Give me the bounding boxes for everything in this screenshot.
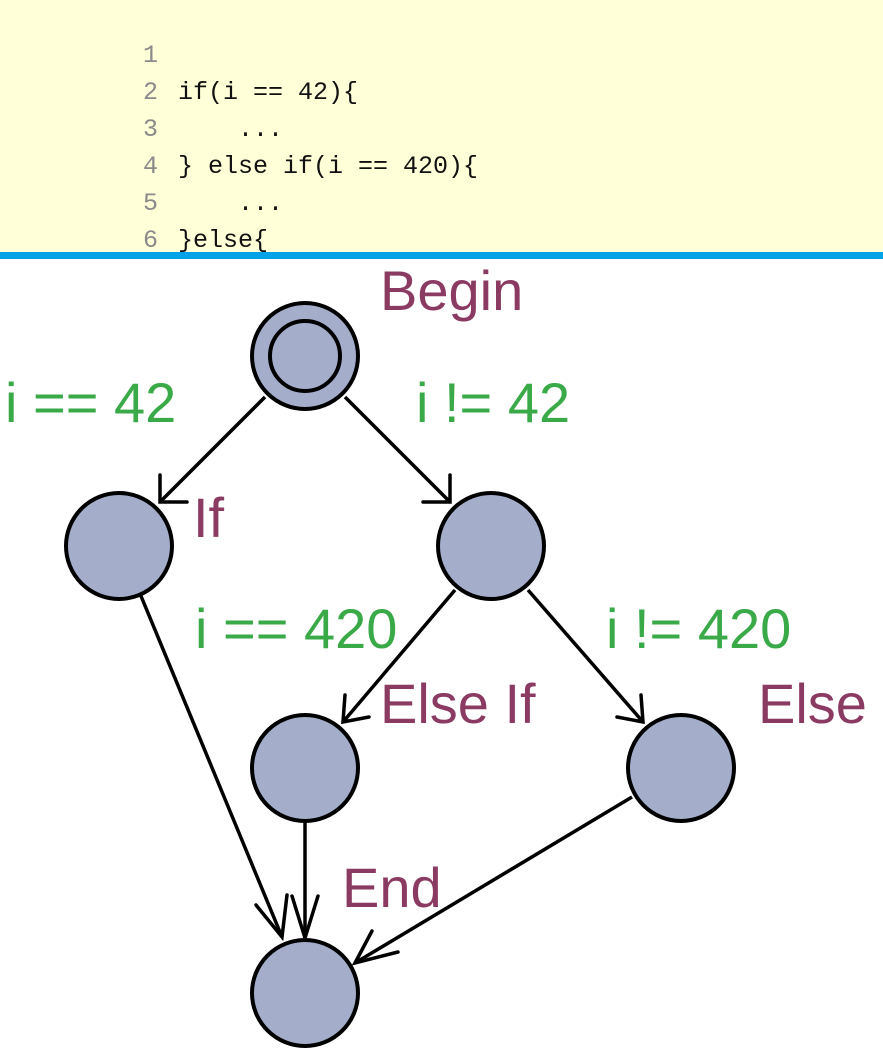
label-i-eq-420: i == 420 xyxy=(195,597,397,660)
label-if: If xyxy=(193,486,225,549)
arrowhead-else xyxy=(615,693,645,725)
label-begin: Begin xyxy=(380,259,523,322)
line-code: }else{ xyxy=(178,226,269,252)
code-line: 3 } else if(i == 420){ xyxy=(0,74,478,181)
line-code: } else if(i == 420){ xyxy=(178,152,479,181)
arrowhead-if-end xyxy=(254,893,289,942)
edge-begin-to-else-branch xyxy=(343,395,452,504)
line-number: 1 xyxy=(142,41,158,70)
code-line: 4 ... xyxy=(0,111,283,218)
begin-node-inner-ring xyxy=(268,319,342,393)
edge-begin-to-if xyxy=(158,395,267,504)
edge-branch-to-else-if xyxy=(341,588,457,724)
label-else: Else xyxy=(758,672,867,735)
arrowhead-else-end xyxy=(351,929,400,966)
else-node xyxy=(626,713,736,823)
arrowhead-if xyxy=(158,473,189,504)
label-else-if: Else If xyxy=(380,672,536,735)
line-number: 2 xyxy=(142,78,158,107)
arrowhead-else-branch xyxy=(421,473,452,504)
panel-separator xyxy=(0,252,883,259)
label-end: End xyxy=(342,856,442,919)
branch-node xyxy=(436,491,546,601)
code-line: 6 .. xyxy=(0,185,158,252)
line-number: 6 xyxy=(142,226,158,252)
line-code: ... xyxy=(178,189,284,218)
if-node xyxy=(64,491,174,601)
else-if-node xyxy=(250,713,360,823)
edge-else-to-end xyxy=(354,795,633,965)
code-line: 5 }else{ xyxy=(0,148,268,252)
line-number: 4 xyxy=(142,152,158,181)
code-panel: 1 if(i == 42){ 2 ... 3 } else if(i == 42… xyxy=(0,0,883,252)
label-i-neq-420: i != 420 xyxy=(606,597,791,660)
line-number: 5 xyxy=(142,189,158,218)
line-number: 3 xyxy=(142,115,158,144)
end-node xyxy=(250,938,360,1048)
edge-if-to-end xyxy=(139,595,284,938)
code-line: 2 ... xyxy=(0,37,283,144)
line-code: if(i == 42){ xyxy=(178,78,359,107)
code-line: 1 if(i == 42){ xyxy=(0,0,358,107)
label-i-eq-42: i == 42 xyxy=(5,371,176,434)
line-code: ... xyxy=(178,115,284,144)
arrowhead-else-if xyxy=(341,693,371,725)
label-i-neq-42: i != 42 xyxy=(416,371,570,434)
edge-branch-to-else xyxy=(526,588,645,724)
